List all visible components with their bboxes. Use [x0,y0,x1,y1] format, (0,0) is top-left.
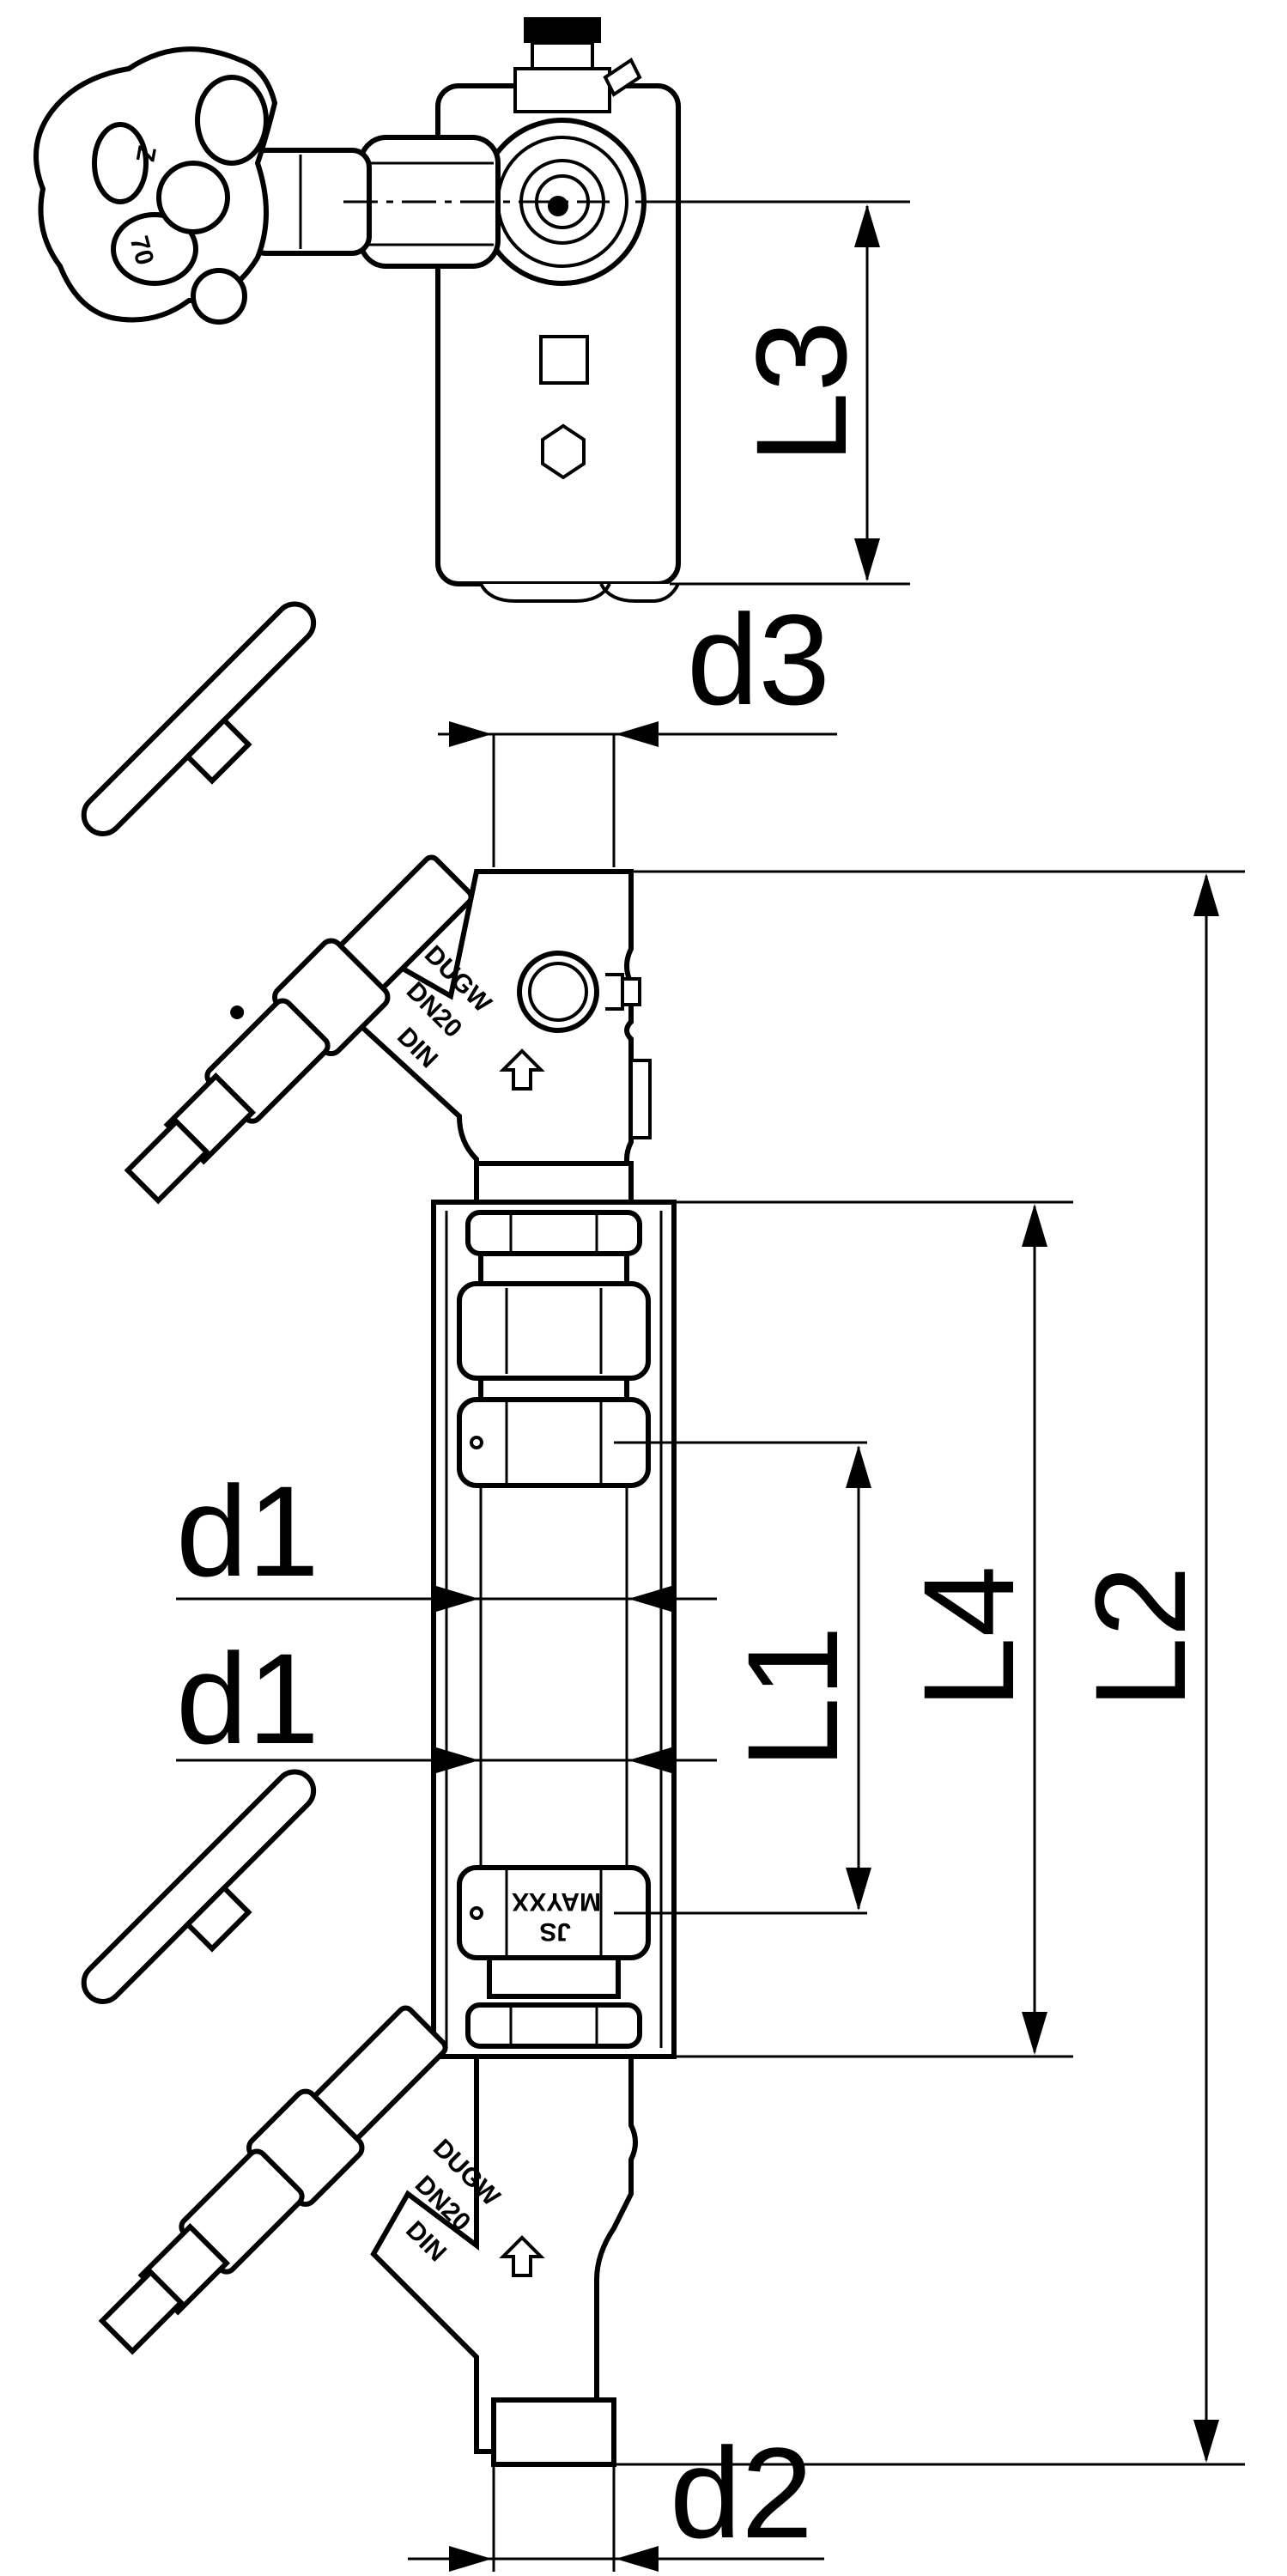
label-d2: d2 [670,2421,813,2565]
arrow-d1-lower-left [436,1747,479,1773]
top-hex-nut [465,1210,642,1256]
label-l1: L1 [720,1625,865,1769]
label-d1-lower: d1 [176,1626,319,1771]
arrow-l3-bottom [854,538,880,581]
upper-flow-arrow-icon [499,1048,545,1091]
arrow-d1-upper-left [436,1586,479,1612]
plate-feet [479,583,680,603]
arrow-l2-top [1193,873,1219,916]
arrow-l1-bottom [846,1868,871,1911]
top-view: 70 Z L3 [33,17,910,603]
label-d1-upper: d1 [176,1459,319,1603]
top-air-vent [513,17,642,113]
connector-marking-js: JS [539,1917,571,1946]
label-l2: L2 [1068,1565,1212,1709]
square-hole [539,335,589,385]
hex-hole [541,423,586,480]
arrow-d3-right [616,721,659,747]
front-view: d3 DUGW DN20 [81,587,1245,2572]
arrow-d1-lower-right [628,1747,671,1773]
arrow-d2-right [616,2546,659,2572]
lower-valve-stem [98,2005,448,2355]
arrow-d1-upper-right [628,1586,671,1612]
arrow-l4-bottom [1022,2012,1047,2055]
upper-valve-stem [124,854,474,1205]
arrow-d2-left [449,2546,492,2572]
handwheel-top: 70 Z [33,46,278,325]
lower-handwheel [81,1769,317,2004]
arrow-l4-top [1022,1204,1047,1247]
label-l4: L4 [896,1565,1041,1709]
lower-flow-arrow-icon [499,2235,545,2277]
upper-handwheel [81,601,317,836]
label-l3: L3 [729,320,873,464]
arrow-l1-top [846,1445,871,1488]
handwheel-marking-z: Z [131,143,161,164]
arrow-d3-left [449,721,492,747]
connector-marking-mayxx: MAYXX [512,1887,601,1916]
label-d3: d3 [687,587,830,732]
arrow-l2-bottom [1193,2420,1219,2463]
bottom-hex-nut [465,2002,642,2049]
bottom-pipe-stub [491,2397,616,2467]
arrow-l3-top [854,204,880,247]
upper-union-nut [457,1281,651,1381]
